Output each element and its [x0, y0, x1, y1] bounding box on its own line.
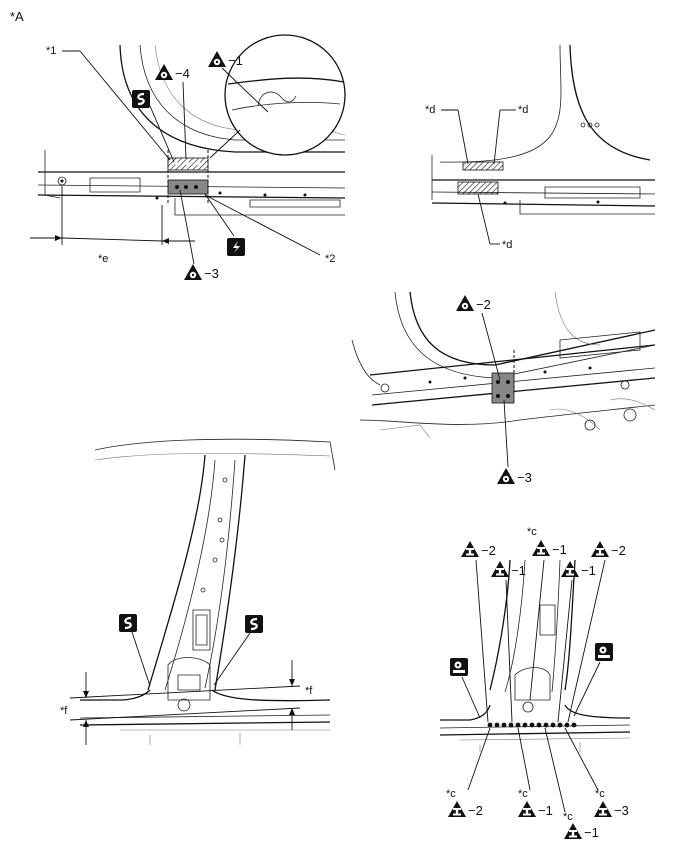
weld-symbol-icon [497, 468, 515, 484]
plug-weld-icon [564, 823, 582, 839]
weld-label-2: −2 [476, 297, 491, 312]
callout-c-b2: *c [518, 788, 528, 800]
sealer-icon [243, 613, 265, 635]
weld-dot-row [487, 722, 577, 728]
callout-1: *1 [46, 45, 56, 57]
callout-d-bottom: *d [502, 239, 512, 251]
callout-c-b3: *c [563, 811, 573, 823]
plug-label-tr-2: −2 [611, 543, 626, 558]
panel-middle-right: −2 −3 [351, 291, 656, 485]
callout-c-b1: *c [446, 788, 456, 800]
plug-label-tml-1: −1 [511, 563, 526, 578]
weld-label-1: −1 [228, 53, 243, 68]
plug-label-b-3: −3 [614, 803, 629, 818]
plug-weld-icon [518, 801, 536, 817]
plug-label-b-1b: −1 [584, 825, 599, 840]
weld-label-4: −4 [175, 66, 190, 81]
plug-label-b-1a: −1 [538, 803, 553, 818]
plug-weld-icon [594, 801, 612, 817]
panel-bottom-left: *f *f [60, 438, 336, 745]
plug-weld-icon [532, 540, 550, 556]
weld-label-3: −3 [204, 266, 219, 281]
spot-weld-icon [595, 643, 613, 661]
callout-c-top: *c [527, 526, 537, 538]
callout-2: *2 [325, 253, 335, 265]
plug-label-top-1: −1 [552, 542, 567, 557]
weld-symbol-icon [208, 51, 226, 67]
weld-symbol-icon [456, 295, 474, 311]
callout-c-b4: *c [595, 788, 605, 800]
plug-weld-icon [491, 561, 509, 577]
callout-d-right: *d [518, 104, 528, 116]
plug-weld-icon [591, 541, 609, 557]
sealer-icon [117, 612, 139, 634]
weld-label-3b: −3 [517, 470, 532, 485]
callout-f-right: *f [305, 685, 313, 697]
bolt-icon [227, 238, 245, 256]
plug-label-tmr-1: −1 [581, 563, 596, 578]
callout-d-left: *d [425, 104, 435, 116]
plug-weld-icon [561, 561, 579, 577]
plug-label-tl-2: −2 [481, 543, 496, 558]
panel-bottom-right: *c −1 −2 −2 −1 −1 *c −2 *c −1 *c −1 * [439, 526, 631, 840]
plug-weld-icon [448, 801, 466, 817]
plug-label-b-2: −2 [468, 803, 483, 818]
weld-symbol-icon [155, 64, 173, 80]
panel-top-right: *d *d *d [425, 44, 656, 251]
weld-symbol-icon [184, 264, 202, 280]
view-label: *A [10, 9, 24, 24]
spot-weld-icon [450, 658, 468, 676]
callout-f-left: *f [60, 705, 68, 717]
sealer-icon [130, 88, 152, 110]
plug-weld-icon [461, 541, 479, 557]
callout-e: *e [98, 253, 108, 265]
panel-top-left: *A [10, 9, 346, 281]
